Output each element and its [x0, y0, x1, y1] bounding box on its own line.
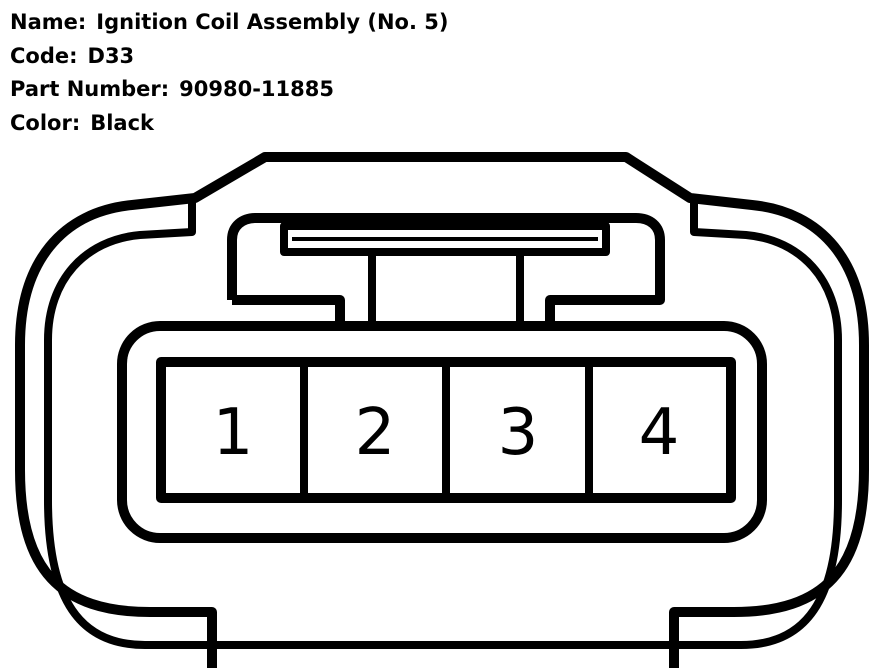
pin-1-label: 1 [213, 396, 254, 470]
pin-2-label: 2 [355, 396, 396, 470]
part-number-label: Part Number: [10, 77, 170, 101]
part-number-row: Part Number: 90980-11885 [10, 73, 610, 107]
connector-inner-outline [44, 200, 220, 649]
locking-tab [227, 213, 665, 323]
color-row: Color: Black [10, 107, 610, 141]
connector-info: Name: Ignition Coil Assembly (No. 5) Code… [10, 6, 610, 140]
locking-tab-bar [280, 222, 610, 256]
code-label: Code: [10, 43, 78, 68]
color-label: Color: [10, 110, 81, 135]
name-value: Ignition Coil Assembly (No. 5) [96, 10, 449, 34]
name-label: Name: [10, 10, 87, 34]
color-value: Black [90, 110, 155, 135]
connector-outer-housing [15, 152, 869, 668]
pin-4-label: 4 [639, 396, 680, 470]
code-row: Code: D33 [10, 40, 610, 74]
code-value: D33 [87, 43, 135, 68]
terminal-cavity-surround [117, 321, 767, 543]
connector-inner-outline-right [666, 200, 842, 649]
name-row: Name: Ignition Coil Assembly (No. 5) [10, 6, 610, 40]
part-number-value: 90980-11885 [179, 77, 334, 101]
pin-3-label: 3 [498, 396, 539, 470]
